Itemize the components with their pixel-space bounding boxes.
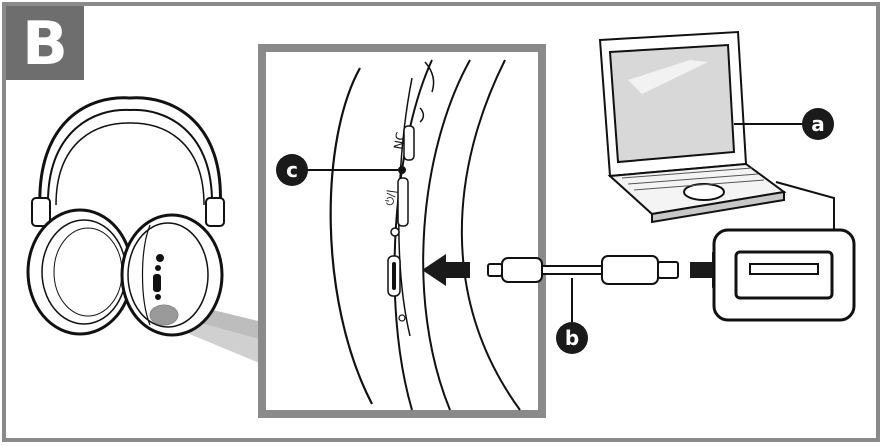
usb-cable xyxy=(487,255,679,285)
callout-b: b xyxy=(556,278,588,354)
power-symbol: ⏻/| xyxy=(383,189,398,207)
led-indicator xyxy=(398,166,406,174)
laptop-illustration xyxy=(598,30,787,224)
usb-a-port xyxy=(712,228,856,322)
panel-badge: B xyxy=(6,6,84,80)
insert-arrow-left xyxy=(422,254,470,286)
callout-a: a xyxy=(734,108,834,140)
callout-b-label: b xyxy=(565,326,579,350)
callout-c: c xyxy=(276,154,398,186)
power-button xyxy=(397,177,409,227)
callout-a-label: a xyxy=(811,112,825,136)
earcup-closeup: NC ⏻/| xyxy=(329,59,521,411)
mic-hole xyxy=(390,227,400,237)
nc-label: NC xyxy=(391,131,408,151)
panel-letter: B xyxy=(22,9,68,79)
zoom-box xyxy=(258,44,546,418)
headphones-illustration xyxy=(26,96,225,337)
callout-c-label: c xyxy=(286,158,298,182)
nc-button xyxy=(403,125,415,161)
port-leader xyxy=(775,181,835,230)
